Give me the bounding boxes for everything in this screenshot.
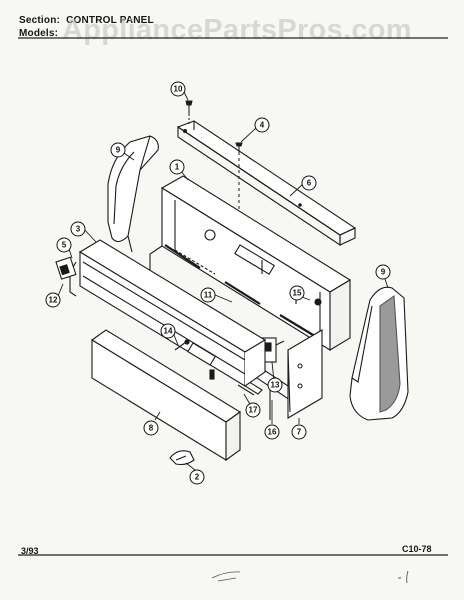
callout-15-label: 15 <box>293 289 302 298</box>
footer-page-code: C10-78 <box>402 544 432 554</box>
callout-4-label: 4 <box>260 121 265 130</box>
scan-mark <box>211 571 241 582</box>
callout-7-label: 7 <box>297 428 302 437</box>
section-label: Section: <box>19 15 61 26</box>
part-9-left-end-cap <box>107 135 159 253</box>
callout-6: 6 <box>301 175 317 191</box>
callout-13: 13 <box>267 377 283 393</box>
watermark-text: AppliancePartsPros.com <box>62 14 412 46</box>
callout-10: 10 <box>170 81 186 97</box>
callout-9-left-label: 9 <box>116 146 121 155</box>
callout-9-left: 9 <box>110 142 126 158</box>
section-header: Section: CONTROL PANEL <box>19 15 154 26</box>
part-8-lower-trim <box>91 329 241 462</box>
callout-7: 7 <box>291 424 307 440</box>
part-2-clip <box>169 450 195 466</box>
part-14-clip <box>174 339 190 351</box>
callout-3: 3 <box>70 221 86 237</box>
callout-8: 8 <box>143 420 159 436</box>
part-6-top-rail <box>176 120 357 247</box>
callout-11-label: 11 <box>204 291 213 300</box>
callout-1-label: 1 <box>175 163 180 172</box>
part-1-panel-frame <box>149 175 352 351</box>
part-4-screw <box>235 142 243 210</box>
callout-2-label: 2 <box>195 473 200 482</box>
callout-1: 1 <box>169 159 185 175</box>
callout-16: 16 <box>264 424 280 440</box>
models-label: Models: <box>19 28 59 39</box>
part-7-side-bracket <box>287 329 323 419</box>
callout-2: 2 <box>189 469 205 485</box>
callout-10-label: 10 <box>174 85 183 94</box>
part-9-right-end-cap <box>349 286 409 421</box>
callout-12: 12 <box>45 292 61 308</box>
callout-14: 14 <box>160 323 176 339</box>
callout-8-label: 8 <box>149 424 154 433</box>
section-value: CONTROL PANEL <box>66 15 154 26</box>
callout-13-label: 13 <box>271 381 280 390</box>
part-12-rocker-switch <box>55 256 77 280</box>
scan-mark-right <box>398 570 409 584</box>
callout-5: 5 <box>56 237 72 253</box>
callout-17-label: 17 <box>249 406 258 415</box>
callout-4: 4 <box>254 117 270 133</box>
footer-date: 3/93 <box>21 546 39 556</box>
callout-16-label: 16 <box>268 428 277 437</box>
callout-3-label: 3 <box>76 225 81 234</box>
callout-11: 11 <box>200 287 216 303</box>
callout-6-label: 6 <box>307 179 312 188</box>
models-header: Models: <box>19 28 58 39</box>
callout-9-right-label: 9 <box>381 268 386 277</box>
callout-14-label: 14 <box>164 327 173 336</box>
part-10-screw <box>185 100 193 124</box>
callout-15: 15 <box>289 285 305 301</box>
callout-5-label: 5 <box>62 241 67 250</box>
callout-9-right: 9 <box>375 264 391 280</box>
callout-17: 17 <box>245 402 261 418</box>
callout-12-label: 12 <box>49 296 58 305</box>
part-3-front-panel <box>69 239 267 387</box>
